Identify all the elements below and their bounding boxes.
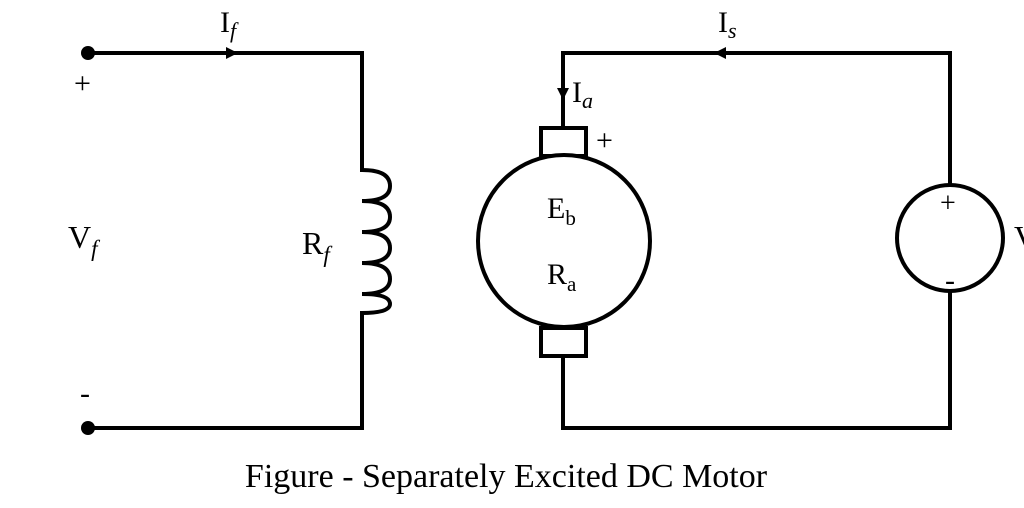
armature-top-wire bbox=[561, 51, 952, 188]
field-voltage-subscript: f bbox=[91, 236, 101, 261]
field-top-terminal bbox=[81, 46, 95, 60]
field-current-subscript: f bbox=[230, 18, 239, 43]
field-top-wire bbox=[86, 51, 364, 172]
brush-plus-sign: + bbox=[596, 124, 613, 157]
armature-circle bbox=[476, 153, 652, 329]
bottom-brush bbox=[539, 326, 588, 358]
field-minus-sign: - bbox=[80, 377, 90, 410]
field-bottom-terminal bbox=[81, 421, 95, 435]
source-minus-sign: - bbox=[945, 264, 955, 297]
figure-caption: Figure - Separately Excited DC Motor bbox=[245, 458, 768, 495]
field-current-arrow bbox=[226, 47, 238, 59]
top-brush bbox=[539, 126, 588, 158]
armature-current-label: Ia bbox=[572, 76, 593, 113]
field-bottom-wire bbox=[86, 311, 364, 430]
field-circuit: If + - Vf Rf bbox=[68, 6, 393, 435]
supply-current-subscript: s bbox=[728, 18, 737, 43]
voltage-source-circle bbox=[895, 183, 1005, 293]
field-current-label: If bbox=[220, 6, 239, 43]
source-plus-sign: + bbox=[940, 188, 956, 219]
armature-resistance-label: Ra bbox=[547, 258, 577, 296]
armature-bottom-wire bbox=[561, 289, 952, 430]
armature-current-subscript: a bbox=[582, 88, 593, 113]
back-emf-label: Eb bbox=[547, 192, 576, 230]
armature-current-arrow bbox=[557, 88, 569, 100]
supply-current-label: Is bbox=[718, 6, 737, 43]
back-emf-subscript: b bbox=[565, 206, 576, 230]
field-resistance-subscript: f bbox=[323, 242, 333, 267]
armature-resistance-subscript: a bbox=[567, 272, 577, 296]
field-resistance-label: Rf bbox=[302, 225, 333, 267]
armature-circuit: Is Ia + Eb Ra + - V bbox=[476, 6, 1024, 430]
field-plus-sign: + bbox=[74, 67, 91, 100]
supply-current-arrow bbox=[714, 47, 726, 59]
field-winding-coil bbox=[360, 168, 393, 315]
source-voltage-label: V bbox=[1014, 219, 1024, 255]
field-voltage-label: Vf bbox=[68, 219, 101, 261]
